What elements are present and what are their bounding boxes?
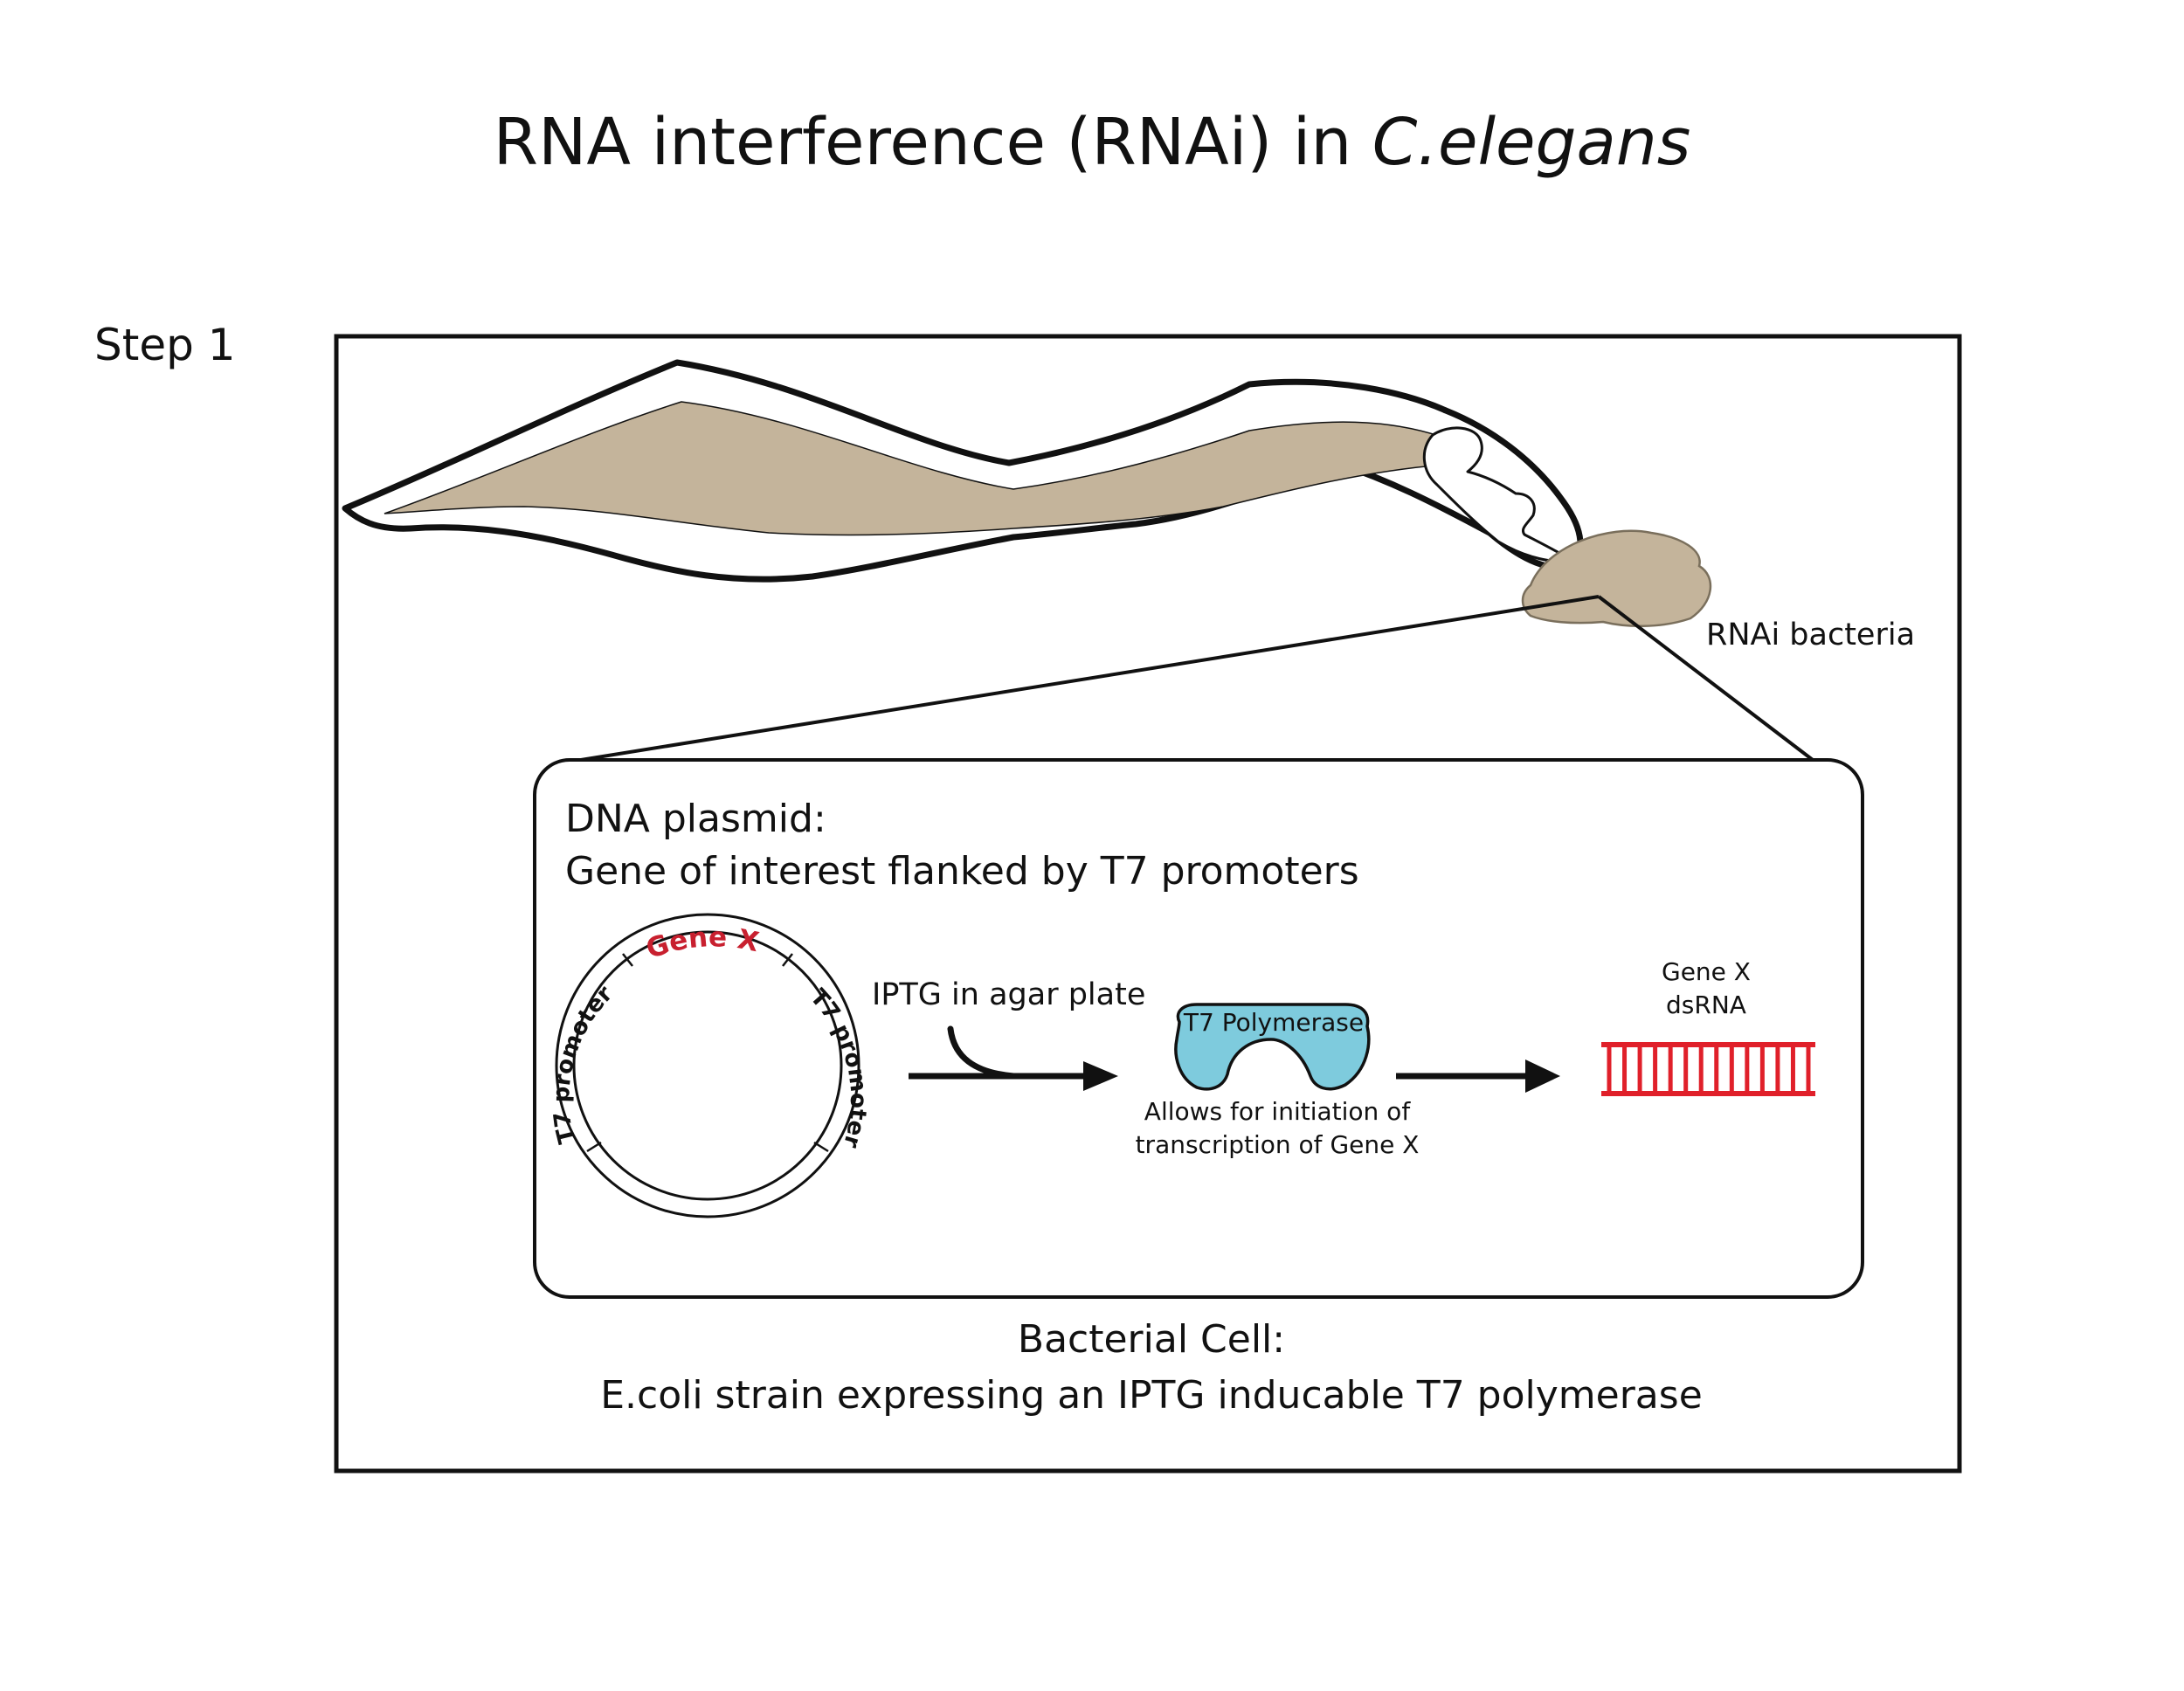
worm-pharynx (1422, 426, 1574, 563)
dsrna-label-line1: Gene X (1662, 957, 1751, 986)
plasmid-divider-lower-left (586, 1141, 602, 1153)
polymerase-icon (1174, 1003, 1371, 1091)
worm-icon (342, 359, 1584, 583)
polymerase-label: T7 Polymerase (1183, 1008, 1364, 1037)
polymerase-caption-line1: Allows for initiation of (1144, 1097, 1412, 1126)
plasmid-divider-lower-right (813, 1141, 829, 1153)
dsrna-ladder-icon (1601, 1042, 1815, 1096)
iptg-label: IPTG in agar plate (872, 977, 1145, 1012)
polymerase-caption-line2: transcription of Gene X (1136, 1130, 1420, 1159)
cell-caption-line2: E.coli strain expressing an IPTG inducab… (600, 1373, 1703, 1418)
cell-caption-line1: Bacterial Cell: (1018, 1317, 1285, 1362)
zoom-line-left (580, 595, 1600, 762)
plasmid-icon (555, 913, 860, 1218)
plasmid-inner-ring (572, 930, 843, 1201)
iptg-arrow-head (1083, 1061, 1118, 1091)
title-main: RNA interference (RNAi) in (494, 105, 1372, 180)
arrow-right-icon (1396, 1059, 1560, 1093)
plasmid-divider-right (782, 953, 793, 967)
page-title: RNA interference (RNAi) in C.elegans (494, 105, 1691, 180)
title-organism: C.elegans (1372, 105, 1691, 180)
dsrna-label-line2: dsRNA (1666, 990, 1746, 1019)
plasmid-outer-ring (555, 913, 860, 1218)
bacteria-label: RNAi bacteria (1706, 618, 1915, 652)
plasmid-divider-left (622, 953, 633, 967)
arrow-right-icon (909, 1025, 1118, 1091)
step-label: Step 1 (94, 320, 236, 370)
transcription-arrow-head (1525, 1059, 1560, 1093)
worm-gut (384, 401, 1444, 536)
panel-heading-line2: Gene of interest flanked by T7 promoters (565, 849, 1359, 894)
panel-heading-line1: DNA plasmid: (565, 797, 826, 841)
outer-frame (334, 334, 1962, 1474)
zoom-line-right (1597, 595, 1814, 762)
